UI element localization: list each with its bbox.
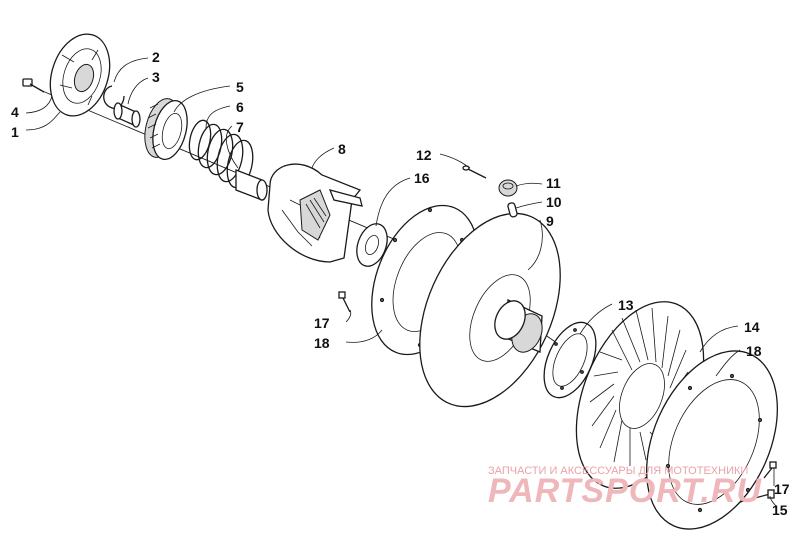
part-10-roller	[507, 202, 518, 218]
callout-7: 7	[236, 119, 244, 135]
part-2-snap-ring	[103, 85, 125, 110]
part-18-gasket-right	[646, 350, 778, 530]
part-1-cover-plate	[49, 33, 111, 117]
callout-9: 9	[546, 213, 554, 229]
part-17-bolt-right	[763, 461, 777, 479]
callout-3: 3	[152, 69, 160, 85]
watermark-logo: PARTSPORT.RU	[488, 472, 762, 510]
part-6-7-spring	[188, 119, 268, 201]
part-13-shim-ring	[543, 321, 597, 399]
part-15-screw	[739, 489, 775, 503]
callout-18-left: 18	[314, 335, 330, 351]
callout-13: 13	[618, 297, 634, 313]
callout-10: 10	[546, 194, 562, 210]
callout-4: 4	[11, 104, 19, 120]
callout-12: 12	[416, 147, 432, 163]
part-9-fixed-sheave	[419, 212, 561, 408]
part-5-retainer	[144, 98, 188, 161]
callout-14: 14	[744, 319, 760, 335]
part-12-pin	[462, 165, 487, 179]
part-8-ramp-housing	[267, 163, 363, 263]
callout-17-left: 17	[314, 315, 330, 331]
part-4-bolt	[22, 78, 45, 93]
callout-8: 8	[338, 141, 346, 157]
callout-6: 6	[236, 99, 244, 115]
callout-2: 2	[152, 49, 160, 65]
part-16-washer	[356, 223, 388, 267]
part-3-bushing	[113, 102, 141, 128]
callout-16: 16	[414, 170, 430, 186]
callout-11: 11	[546, 175, 561, 191]
callout-17-right: 17	[774, 481, 790, 497]
callout-18-right: 18	[746, 343, 762, 359]
part-17-bolt-left	[338, 291, 351, 313]
callout-15: 15	[772, 502, 788, 518]
watermark-tagline: ЗАПЧАСТИ И АКСЕССУАРЫ ДЛЯ МОТОТЕХНИКИ	[488, 465, 748, 477]
callout-5: 5	[236, 79, 244, 95]
part-11-weight	[498, 179, 518, 197]
leader-lines	[25, 57, 777, 507]
callout-1: 1	[11, 124, 19, 140]
